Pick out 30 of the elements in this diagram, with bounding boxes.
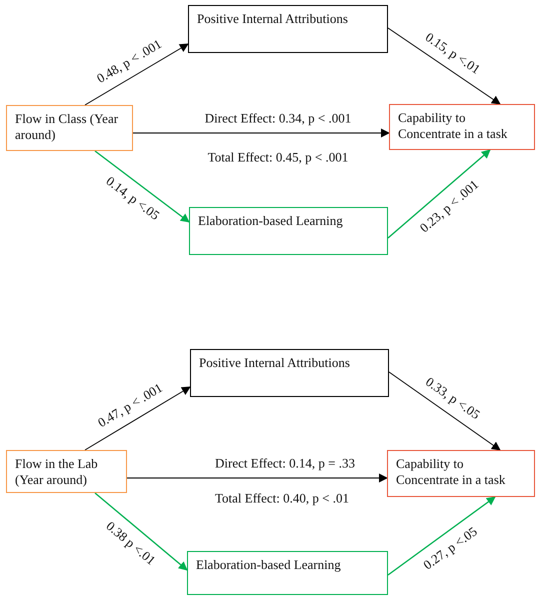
effect-note: Total Effect: 0.45, p < .001	[208, 150, 348, 164]
process-box	[6, 105, 133, 151]
arrow	[388, 149, 491, 238]
box-text: Positive Internal Attributions	[199, 355, 351, 371]
effect-note: Total Effect: 0.40, p < .01	[215, 490, 349, 506]
box-text: Positive Internal Attributions	[197, 11, 349, 27]
arrow	[84, 44, 189, 106]
arrow	[94, 150, 190, 223]
box-text: Elaboration-based Learning	[196, 557, 342, 573]
box-text: Elaboration-based Learning	[198, 213, 344, 229]
box-text: Flow in Class (Year around)	[15, 111, 120, 143]
process-box	[6, 450, 127, 493]
arrow	[94, 492, 188, 571]
process-box	[389, 104, 535, 150]
process-box	[190, 349, 389, 397]
arrow	[132, 128, 390, 138]
arrow	[126, 474, 388, 482]
arrow	[84, 386, 191, 450]
edge-label: Direct Effect: 0.14, p = .33	[214, 456, 356, 470]
arrow	[388, 372, 501, 451]
process-box	[189, 207, 388, 255]
edge-label: Direct Effect: 0.34, p < .001	[204, 110, 352, 126]
box-text: Flow in the Lab (Year around)	[15, 456, 99, 488]
process-box	[187, 551, 388, 595]
process-box	[188, 5, 388, 53]
arrow	[388, 496, 496, 576]
process-box	[387, 450, 535, 497]
box-text: Capability to Concentrate in a task	[398, 110, 508, 142]
box-text: Capability to Concentrate in a task	[396, 456, 506, 488]
arrow	[388, 28, 501, 104]
